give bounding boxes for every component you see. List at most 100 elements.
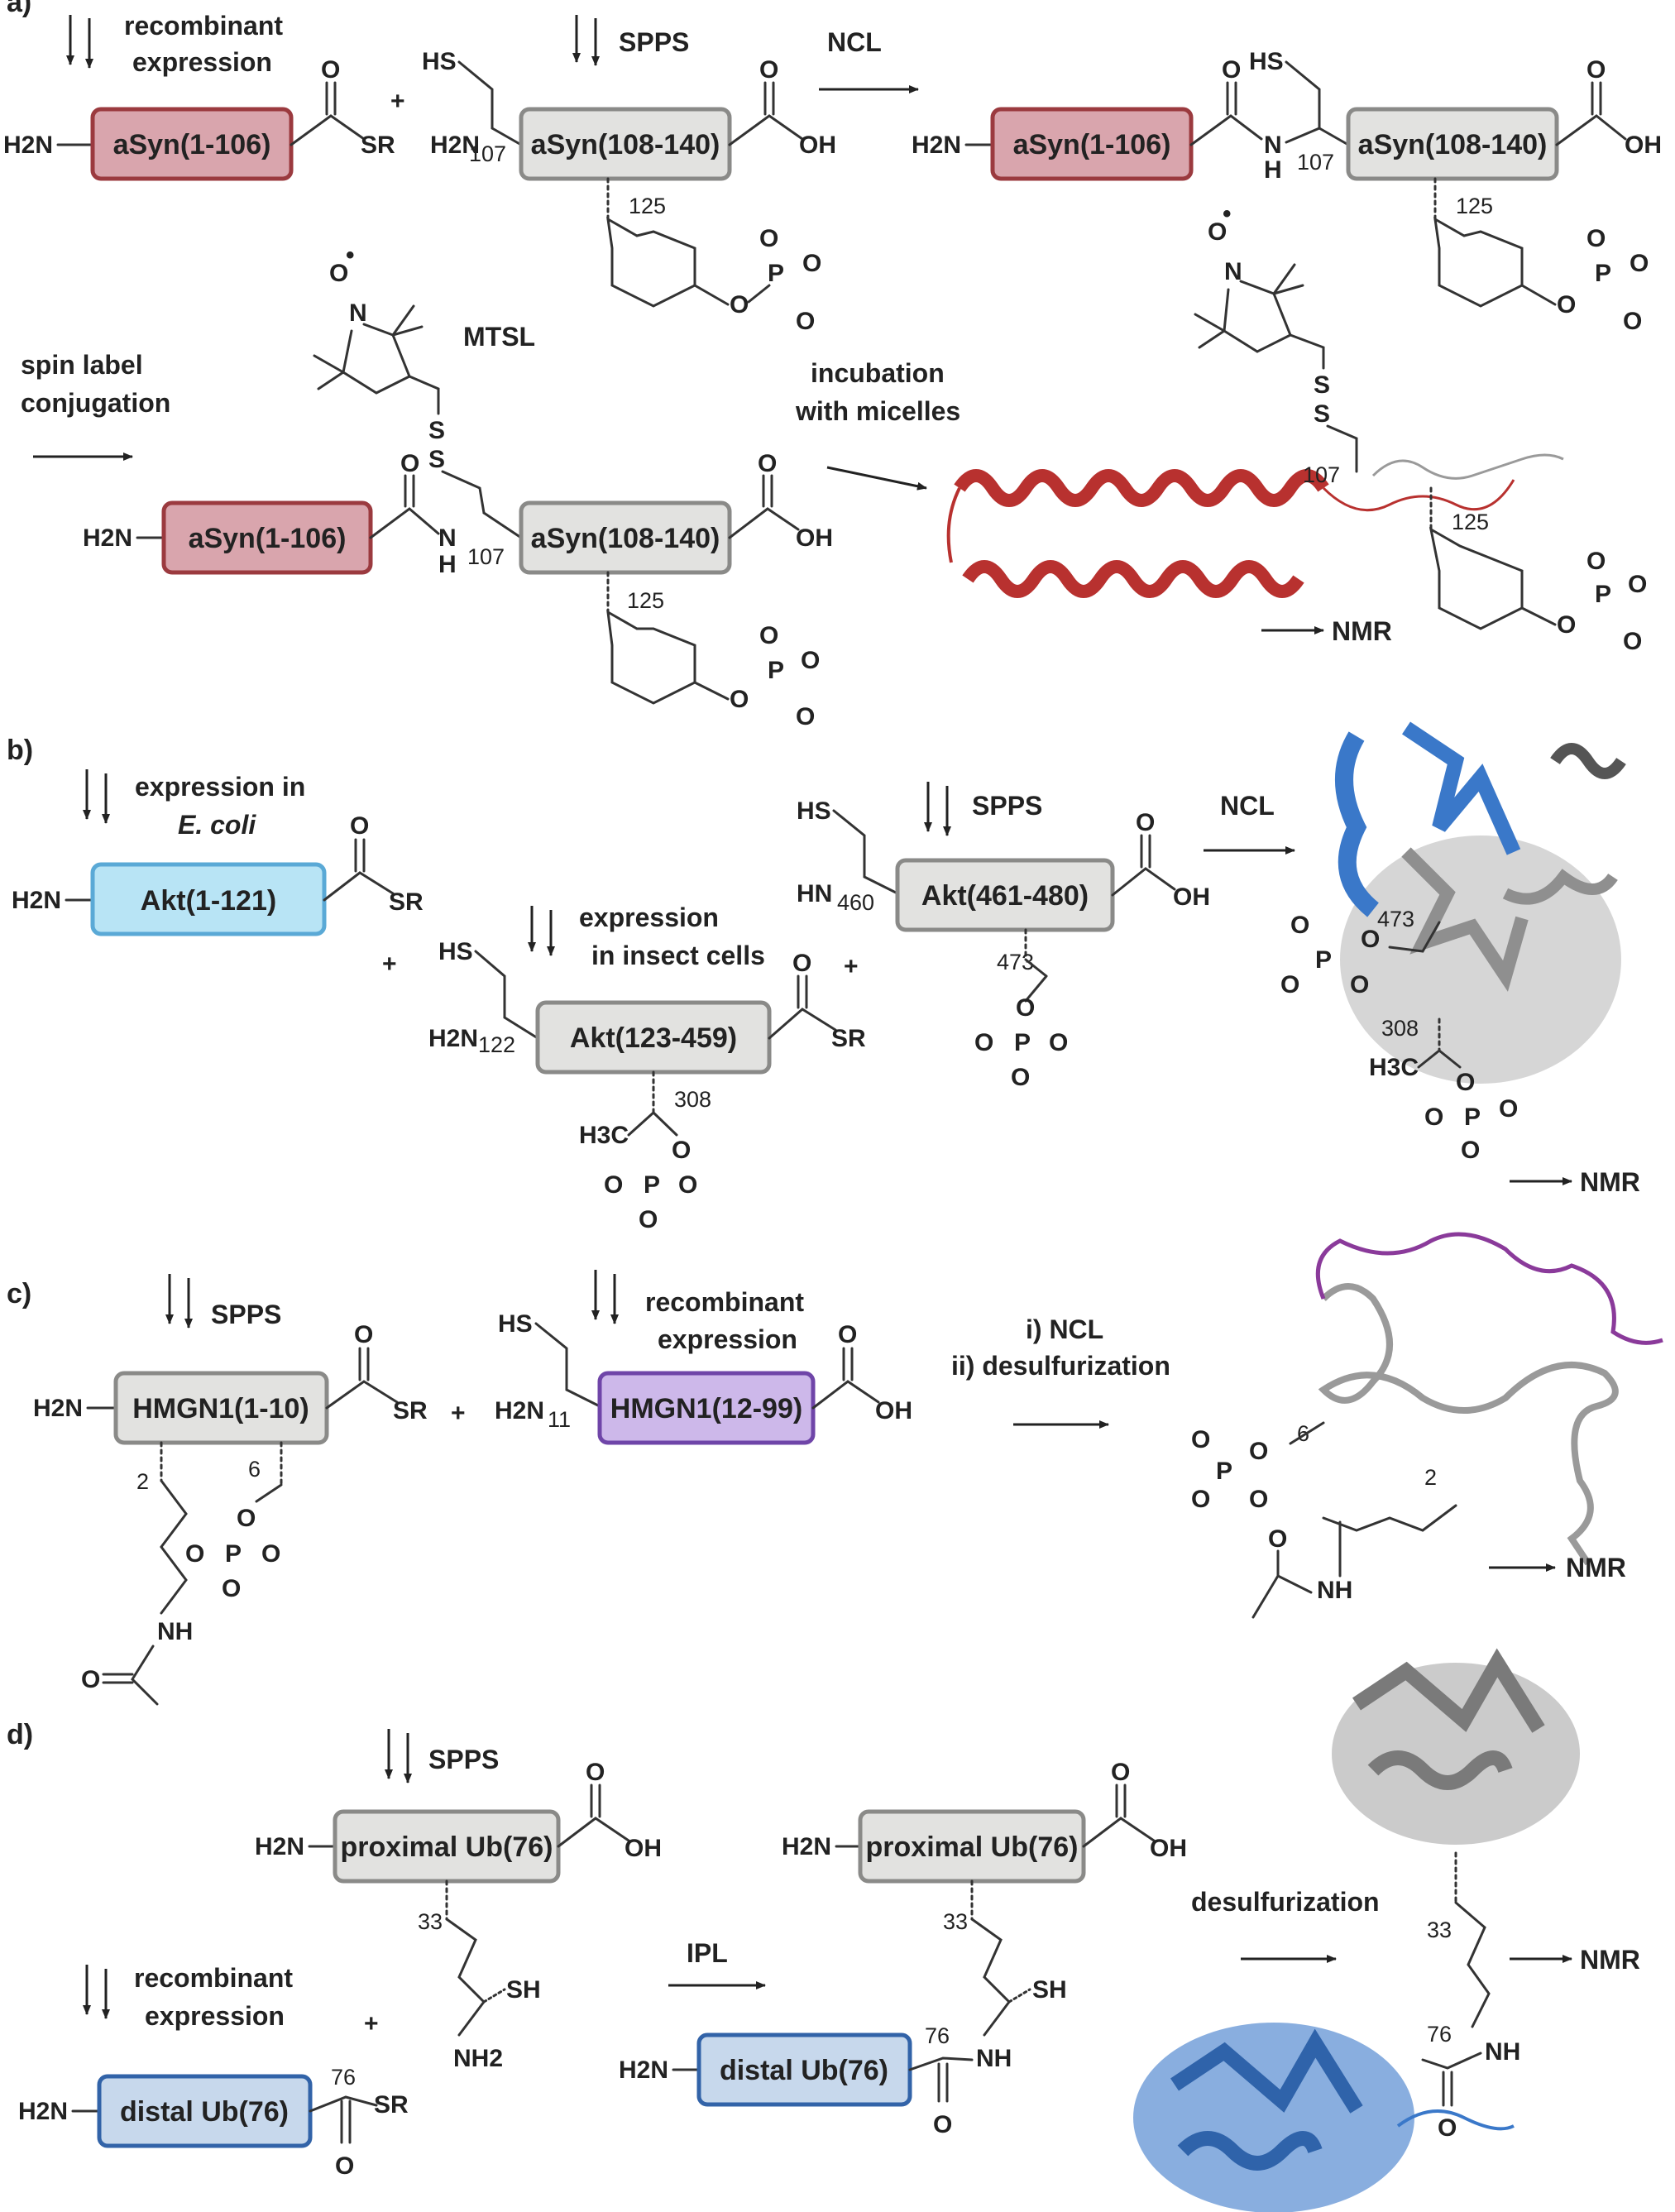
sulfur: S	[428, 446, 445, 473]
oxygen: O	[1268, 1525, 1287, 1553]
thiol-label: SH	[1032, 1976, 1067, 2004]
residue-number: 308	[1381, 1016, 1419, 1041]
fragment-label: distal Ub(76)	[720, 2055, 888, 2086]
thioester-label: SR	[374, 2091, 409, 2119]
akt-protein-cartoon	[1335, 721, 1626, 1084]
amine-label: H2N	[430, 132, 480, 159]
residue-number: 11	[548, 1407, 571, 1432]
acid-label: OH	[875, 1397, 912, 1424]
residue-number: 33	[418, 1909, 443, 1934]
amide-n: N	[438, 524, 457, 552]
oxygen: O	[261, 1540, 280, 1568]
panel-b-label: b)	[7, 735, 33, 766]
step-label: desulfurization	[1191, 1887, 1380, 1917]
amide-nh: NH	[976, 2045, 1012, 2072]
panel-c-label: c)	[7, 1278, 31, 1309]
n-terminus-label: H2N	[18, 2098, 68, 2125]
thioester-label: SR	[831, 1025, 866, 1052]
sulfur: S	[1314, 371, 1330, 399]
oxygen: O	[604, 1171, 623, 1199]
panel-a-label: a)	[7, 0, 31, 18]
fragment-label: aSyn(1-106)	[189, 523, 347, 554]
residue-number: 76	[331, 2065, 356, 2090]
oxygen: O	[354, 1321, 373, 1348]
thioester-label: SR	[389, 888, 424, 916]
residue-number: 6	[248, 1457, 261, 1482]
amide-h: H	[438, 551, 457, 578]
n-terminus-label: H2N	[83, 524, 132, 552]
residue-number: 125	[627, 588, 664, 613]
acid-label: OH	[1173, 883, 1210, 911]
oxygen: O	[796, 308, 815, 335]
oxygen: O	[1424, 1104, 1443, 1131]
step-label: in insect cells	[591, 941, 765, 970]
oxygen: O	[1016, 994, 1035, 1022]
oxygen: O	[1191, 1486, 1210, 1513]
thiol-label: HS	[1249, 48, 1284, 75]
oxygen: O	[796, 703, 815, 730]
plus-sign: +	[844, 953, 859, 980]
n-terminus-label: H2N	[3, 132, 53, 159]
oxygen: O	[1456, 1069, 1475, 1096]
nitroxide-o: O	[329, 260, 348, 287]
oxygen: O	[222, 1575, 241, 1602]
acid-label: OH	[1150, 1835, 1187, 1862]
phosphorus: P	[1464, 1104, 1481, 1131]
oxygen: O	[730, 291, 749, 318]
oxygen: O	[974, 1029, 993, 1056]
oxygen: O	[1438, 2114, 1457, 2142]
step-label: expression	[579, 903, 719, 932]
amide-nh: NH	[157, 1618, 193, 1645]
nmr-label: NMR	[1332, 616, 1392, 646]
oxygen: O	[1222, 56, 1241, 84]
sulfur: S	[1314, 400, 1330, 428]
methyl-label: H3C	[579, 1122, 629, 1149]
step-label: recombinant	[134, 1963, 293, 1993]
nitroxide-n: N	[349, 299, 367, 327]
amine-label: H2N	[428, 1025, 478, 1052]
oxygen: O	[792, 950, 811, 977]
phosphorus: P	[1315, 946, 1332, 974]
oxygen: O	[1461, 1137, 1480, 1164]
oxygen: O	[1586, 548, 1606, 575]
oxygen: O	[1290, 912, 1309, 939]
oxygen: O	[586, 1759, 605, 1786]
n-terminus-label: H2N	[33, 1395, 83, 1422]
diubiquitin-cartoon	[1133, 1648, 1580, 2212]
step-label: incubation	[811, 358, 945, 388]
oxygen: O	[335, 2152, 354, 2180]
oxygen: O	[185, 1540, 204, 1568]
step-label: expression	[658, 1324, 797, 1354]
residue-number: 2	[136, 1469, 149, 1494]
step-label: recombinant	[645, 1287, 804, 1317]
carbonyl-oxygen: O	[759, 56, 778, 84]
panel-a: a) recombinant expression SPPS H2N aSyn(…	[3, 0, 1662, 730]
n-terminus-label: H2N	[619, 2056, 668, 2084]
step-label: i) NCL	[1026, 1314, 1103, 1344]
acid-label: OH	[1625, 132, 1662, 159]
oxygen: O	[1586, 56, 1606, 84]
step-label: NCL	[827, 27, 882, 57]
residue-number: 33	[1427, 1918, 1452, 1942]
plus-sign: +	[382, 950, 397, 978]
radical-dot: •	[346, 242, 355, 269]
oxygen: O	[1350, 971, 1369, 998]
step-label: NCL	[1220, 791, 1275, 821]
reaction-arrow	[826, 466, 927, 491]
amine-label: HN	[797, 880, 832, 907]
oxygen: O	[758, 450, 777, 477]
residue-number: 107	[1297, 150, 1334, 175]
residue-number: 125	[629, 194, 666, 218]
thioester-label: SR	[393, 1397, 428, 1424]
plus-sign: +	[390, 88, 405, 115]
oxygen: O	[678, 1171, 697, 1199]
residue-number: 107	[469, 141, 506, 166]
amide-n: N	[1264, 132, 1282, 159]
nitroxide-n: N	[1224, 258, 1242, 285]
oxygen: O	[1623, 628, 1642, 655]
oxygen: O	[759, 225, 778, 252]
residue-number: 125	[1452, 510, 1489, 534]
amine-label: H2N	[495, 1397, 544, 1424]
step-label: IPL	[687, 1938, 728, 1968]
